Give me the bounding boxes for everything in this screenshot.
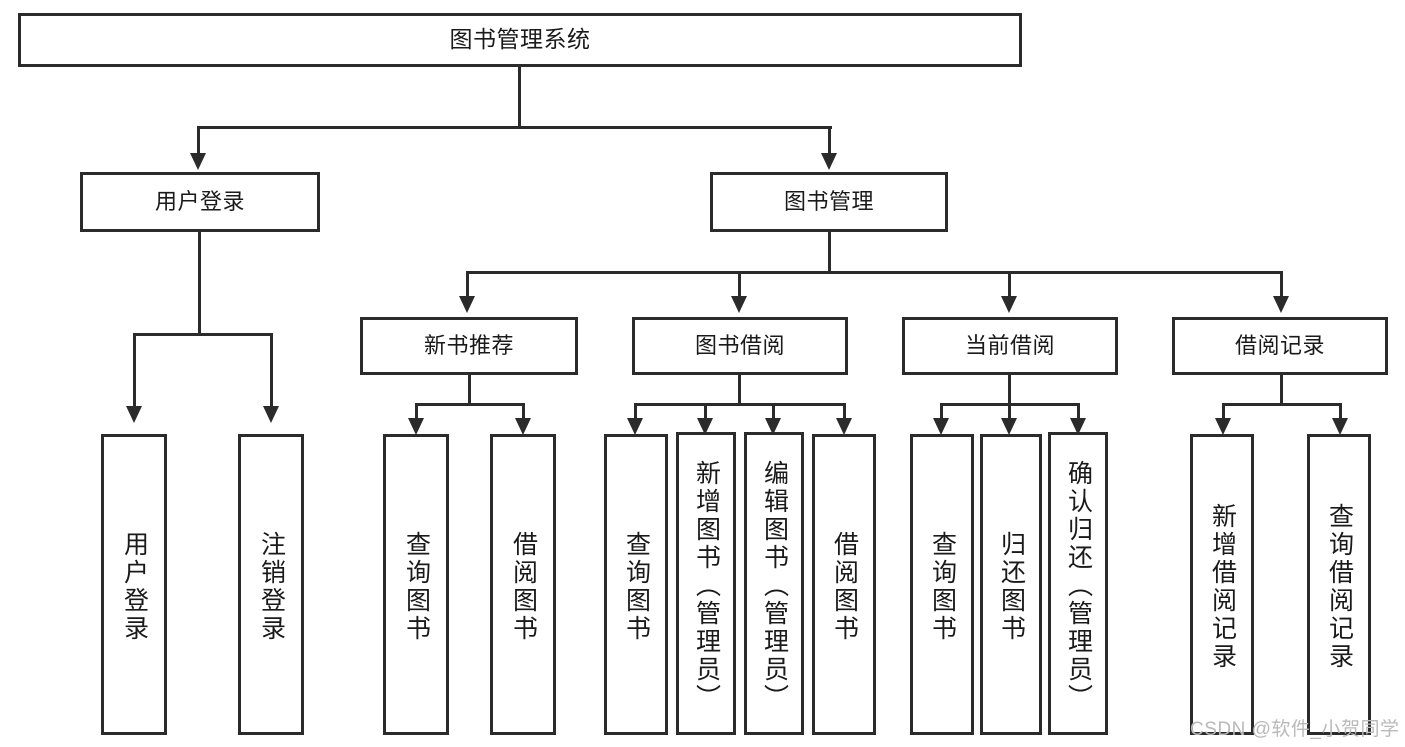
arrow-head-icon <box>1332 418 1348 435</box>
connector-root-to-user-login <box>197 126 200 154</box>
leaf-user-login[interactable]: 用户登录 <box>101 434 167 735</box>
arrow-head-icon <box>515 418 531 435</box>
connector-to-borrow-record <box>1280 271 1283 297</box>
node-label: 图书管理 <box>783 189 874 215</box>
connector-book-borrow-leaf-1 <box>634 403 637 419</box>
node-label: 借阅图书 <box>830 530 859 643</box>
connector-current-borrow-stem <box>1008 375 1011 405</box>
node-label: 新增图书（管理员） <box>692 459 721 712</box>
connector-current-borrow-leaf-1 <box>940 403 943 419</box>
arrow-head-icon <box>263 406 279 423</box>
node-label: 新增借阅记录 <box>1208 502 1237 671</box>
leaf-edit-book-admin[interactable]: 编辑图书（管理员） <box>744 432 804 735</box>
arrow-head-icon <box>1001 418 1017 435</box>
connector-borrow-record-leaf-2 <box>1339 403 1342 419</box>
csdn-watermark: CSDN @软件_小贺同学 <box>1190 719 1400 740</box>
node-book-management[interactable]: 图书管理 <box>710 172 948 232</box>
arrow-head-icon <box>190 153 206 170</box>
node-label: 新书推荐 <box>423 333 514 359</box>
node-label: 借阅记录 <box>1234 333 1325 359</box>
connector-borrow-record-bar <box>1222 403 1342 406</box>
node-label: 查询图书 <box>402 530 431 643</box>
connector-borrow-record-leaf-1 <box>1222 403 1225 419</box>
node-root-system[interactable]: 图书管理系统 <box>18 13 1022 67</box>
node-borrow-record[interactable]: 借阅记录 <box>1172 317 1388 375</box>
node-label: 查询借阅记录 <box>1325 502 1354 671</box>
arrow-head-icon <box>821 153 837 170</box>
connector-book-borrow-leaf-3 <box>772 403 775 419</box>
connector-root-to-book-manage <box>828 126 831 154</box>
arrow-head-icon <box>1070 418 1086 435</box>
leaf-confirm-return-admin[interactable]: 确认归还（管理员） <box>1048 432 1108 735</box>
node-label: 用户登录 <box>120 530 149 643</box>
connector-new-book-stem <box>468 375 471 405</box>
arrow-head-icon <box>731 296 747 313</box>
connector-user-login-left <box>133 333 136 407</box>
node-label: 当前借阅 <box>964 333 1055 359</box>
leaf-query-book-recommend[interactable]: 查询图书 <box>383 434 449 735</box>
connector-book-borrow-leaf-4 <box>843 403 846 419</box>
leaf-return-book[interactable]: 归还图书 <box>980 434 1042 735</box>
connector-user-login-stem <box>198 232 201 335</box>
arrow-head-icon <box>1273 296 1289 313</box>
connector-new-book-leaf-2 <box>522 403 525 419</box>
arrow-head-icon <box>627 418 643 435</box>
connector-current-borrow-leaf-2 <box>1008 403 1011 419</box>
node-label: 图书借阅 <box>694 333 785 359</box>
node-label: 编辑图书（管理员） <box>760 459 789 712</box>
connector-book-manage-bar <box>466 271 1280 274</box>
node-label: 图书管理系统 <box>449 26 591 53</box>
node-label: 注销登录 <box>257 530 286 643</box>
arrow-head-icon <box>126 406 142 423</box>
leaf-query-borrow-record[interactable]: 查询借阅记录 <box>1307 434 1371 735</box>
connector-new-book-leaf-1 <box>415 403 418 419</box>
leaf-add-borrow-record[interactable]: 新增借阅记录 <box>1190 434 1254 735</box>
leaf-query-book-current[interactable]: 查询图书 <box>910 434 974 735</box>
arrow-head-icon <box>1215 418 1231 435</box>
arrow-head-icon <box>1001 296 1017 313</box>
connector-book-borrow-bar <box>634 403 846 406</box>
node-user-login[interactable]: 用户登录 <box>80 172 320 232</box>
connector-user-login-right <box>270 333 273 407</box>
connector-to-current-borrow <box>1008 271 1011 297</box>
leaf-borrow-book-recommend[interactable]: 借阅图书 <box>490 434 556 735</box>
arrow-head-icon <box>459 296 475 313</box>
connector-root-bar <box>197 126 832 129</box>
arrow-head-icon <box>933 418 949 435</box>
node-new-book-recommend[interactable]: 新书推荐 <box>360 317 578 375</box>
node-label: 确认归还（管理员） <box>1064 459 1093 712</box>
arrow-head-icon <box>697 418 713 435</box>
connector-book-borrow-leaf-2 <box>704 403 707 419</box>
leaf-add-book-admin[interactable]: 新增图书（管理员） <box>676 432 736 735</box>
connector-user-login-bar <box>133 333 273 336</box>
connector-root-stem <box>518 67 521 128</box>
arrow-head-icon <box>408 418 424 435</box>
connector-book-borrow-stem <box>738 375 741 405</box>
node-book-borrow[interactable]: 图书借阅 <box>632 317 848 375</box>
node-label: 查询图书 <box>622 530 651 643</box>
arrow-head-icon <box>765 418 781 435</box>
connector-to-book-borrow <box>738 271 741 297</box>
connector-current-borrow-leaf-3 <box>1077 403 1080 419</box>
node-current-borrow[interactable]: 当前借阅 <box>902 317 1118 375</box>
connector-book-manage-stem <box>828 232 831 273</box>
node-label: 借阅图书 <box>509 530 538 643</box>
leaf-query-book[interactable]: 查询图书 <box>604 434 668 735</box>
connector-to-new-book <box>466 271 469 297</box>
node-label: 查询图书 <box>928 530 957 643</box>
connector-borrow-record-stem <box>1280 375 1283 405</box>
node-label: 归还图书 <box>997 530 1026 643</box>
leaf-user-logout[interactable]: 注销登录 <box>238 434 304 735</box>
node-label: 用户登录 <box>154 189 245 215</box>
leaf-borrow-book[interactable]: 借阅图书 <box>812 434 876 735</box>
arrow-head-icon <box>836 418 852 435</box>
connector-new-book-bar <box>415 403 525 406</box>
